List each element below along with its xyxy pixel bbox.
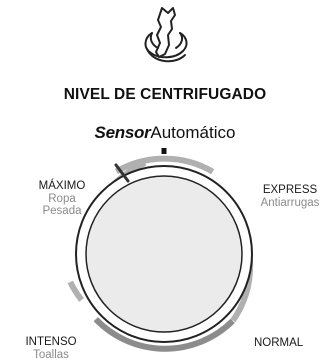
setting-express-label: EXPRESS [250, 184, 330, 197]
setting-intenso-label: INTENSO [23, 336, 79, 349]
dial-top-marker [162, 148, 167, 154]
setting-maximo[interactable]: MÁXIMO Ropa Pesada [32, 180, 92, 218]
setting-intenso[interactable]: INTENSO Toallas [23, 336, 79, 361]
arc-segment-left-low [70, 282, 81, 300]
setting-normal[interactable]: NORMAL [254, 337, 314, 350]
setting-intenso-sub1: Toallas [23, 349, 79, 361]
dial-knob-face [86, 176, 242, 332]
setting-maximo-sub2: Pesada [32, 205, 92, 218]
setting-express-sub1: Antiarrugas [250, 197, 330, 210]
setting-express[interactable]: EXPRESS Antiarrugas [250, 184, 330, 209]
setting-maximo-label: MÁXIMO [32, 180, 92, 193]
setting-maximo-sub1: Ropa [32, 193, 92, 206]
setting-normal-label: NORMAL [254, 337, 314, 350]
